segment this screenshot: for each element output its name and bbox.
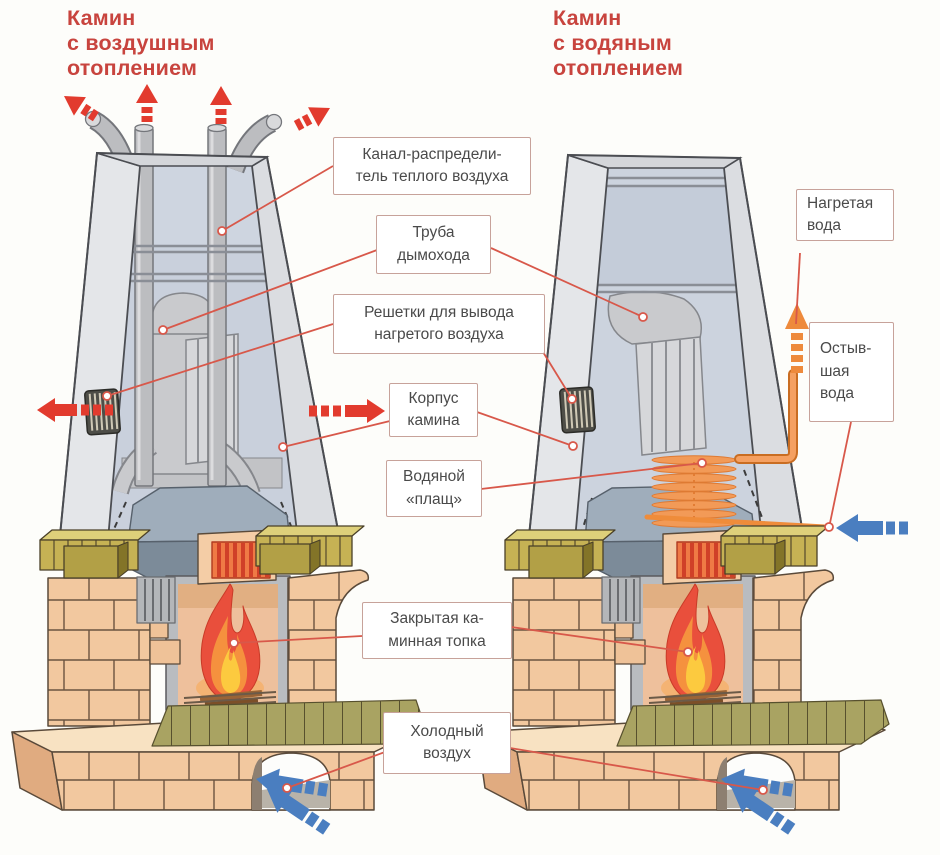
- right-fireplace-base: [477, 526, 889, 810]
- right-fireplace-illustration: [477, 153, 908, 841]
- leader-lines: [106, 165, 852, 791]
- left-fireplace-base: [12, 526, 424, 810]
- left-fireplace-illustration: [12, 84, 424, 841]
- right-fireplace-title: Камин с водяным отоплением: [553, 6, 684, 81]
- leader-endpoints: [102, 226, 834, 795]
- cooled-water-arrow: [836, 514, 908, 542]
- left-fireplace-title: Камин с воздушным отоплением: [67, 6, 215, 81]
- label-heated-water: Нагретая вода: [796, 189, 894, 241]
- label-water-jacket: Водяной «плащ»: [386, 460, 482, 517]
- water-pipes: [644, 369, 828, 530]
- left-hood: [57, 110, 343, 548]
- label-closed-firebox: Закрытая ка- минная топка: [362, 602, 512, 659]
- right-hood: [526, 153, 807, 548]
- label-chimney-pipe: Труба дымохода: [376, 215, 491, 274]
- air-outlet-grille-right: [559, 386, 596, 434]
- label-fireplace-body: Корпус камина: [389, 383, 478, 437]
- label-cold-air: Холодный воздух: [383, 712, 511, 774]
- label-air-distribution-channel: Канал-распредели- тель теплого воздуха: [333, 137, 531, 195]
- label-heated-air-grilles: Решетки для вывода нагретого воздуха: [333, 294, 545, 354]
- label-cooled-water: Остыв- шая вода: [809, 322, 894, 422]
